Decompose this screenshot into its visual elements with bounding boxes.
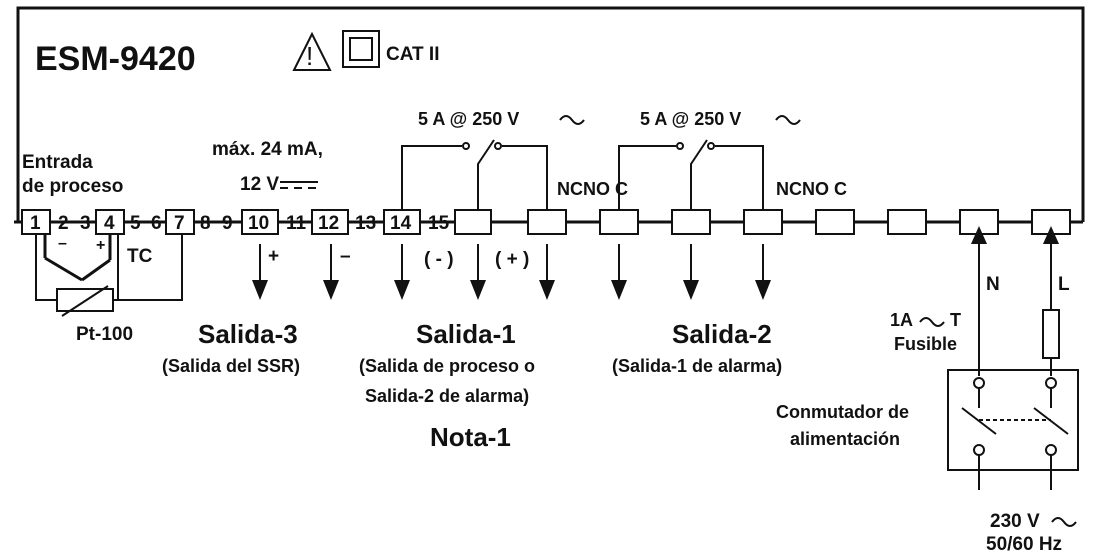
model-title: ESM-9420 (35, 40, 196, 78)
nota-label: Nota-1 (430, 422, 511, 452)
terminal-box (1031, 209, 1071, 235)
relay1-contacts (401, 139, 548, 210)
terminal-box (311, 209, 349, 235)
fuse-type: T (950, 310, 961, 330)
terminal-box (241, 209, 279, 235)
terminal-number: 3 (80, 213, 91, 234)
double-insulation-icon (342, 30, 380, 68)
terminal-number: 10 (248, 213, 269, 234)
terminal-box (743, 209, 783, 235)
input-label-line2: de proceso (22, 176, 123, 197)
tc-plus: + (96, 237, 105, 254)
terminal-number: 13 (355, 213, 376, 234)
out1-plus: ( + ) (495, 249, 529, 270)
salida1-subtitle-line2: Salida-2 de alarma) (365, 386, 529, 406)
switch-label-line1: Conmutador de (776, 402, 909, 422)
device-outline (16, 6, 1085, 222)
ac-symbol (919, 317, 945, 327)
terminal-box (383, 209, 421, 235)
terminal-box (95, 209, 125, 235)
n-label: N (986, 274, 1000, 295)
terminal-number: 7 (174, 213, 185, 234)
cat-label: CAT II (386, 44, 439, 65)
terminal-number: 1 (30, 213, 41, 234)
input-label-line1: Entrada (22, 152, 93, 173)
ac-symbol (559, 115, 585, 125)
power-switch-box (947, 369, 1079, 471)
l-label: L (1058, 274, 1070, 295)
relay2-rating: 5 A @ 250 V (640, 109, 741, 129)
svg-text:!: ! (306, 41, 313, 71)
ac-symbol (1051, 517, 1077, 527)
terminal-number: 8 (200, 213, 211, 234)
ssr-spec-line2: 12 V (240, 174, 279, 195)
salida2-title: Salida-2 (672, 319, 772, 349)
supply-voltage: 230 V (990, 511, 1040, 532)
terminal-box (815, 209, 855, 235)
terminal-number: 2 (58, 213, 69, 234)
terminal-number: 11 (286, 213, 307, 234)
tc-minus: – (58, 235, 67, 252)
supply-frequency: 50/60 Hz (986, 534, 1062, 555)
terminal-box (887, 209, 927, 235)
out1-minus: ( - ) (424, 249, 454, 270)
dc-symbol (280, 181, 318, 189)
salida2-subtitle: (Salida-1 de alarma) (612, 356, 782, 376)
salida1-subtitle-line1: (Salida de proceso o (359, 356, 535, 376)
relay2-ncnoc: NCNO C (776, 179, 847, 199)
ssr-spec-line1: máx. 24 mA, (212, 139, 323, 160)
terminal-number: 5 (130, 213, 141, 234)
pt100-symbol (35, 234, 183, 317)
rtd-label: Pt-100 (76, 324, 133, 345)
terminal-box (21, 209, 51, 235)
terminal-number: 15 (428, 213, 450, 234)
fuse-symbol (1042, 309, 1060, 359)
terminal-number: 14 (390, 213, 412, 234)
warning-icon: ! (292, 31, 332, 71)
power-supply-wiring (947, 226, 1079, 490)
terminal-number: 4 (104, 213, 115, 234)
relay1-rating: 5 A @ 250 V (418, 109, 519, 129)
terminal-box (165, 209, 195, 235)
terminal-box (671, 209, 711, 235)
terminal-box (599, 209, 639, 235)
tc-label: TC (127, 246, 153, 267)
thermocouple-symbol (43, 234, 112, 282)
ssr-minus: – (340, 246, 351, 267)
fuse-rating: 1A (890, 310, 913, 330)
salida3-title: Salida-3 (198, 319, 298, 349)
ssr-plus: + (268, 246, 279, 267)
output-arrows (252, 244, 771, 300)
salida3-subtitle: (Salida del SSR) (162, 356, 300, 376)
terminal-number: 9 (222, 213, 233, 234)
ac-symbol (775, 115, 801, 125)
terminal-number: 12 (318, 213, 339, 234)
fuse-label: Fusible (894, 334, 957, 354)
relay2-contacts (618, 139, 764, 210)
switch-label-line2: alimentación (790, 429, 900, 449)
terminal-box (527, 209, 567, 235)
terminal-box (454, 209, 492, 235)
terminal-number: 6 (151, 213, 162, 234)
salida1-title: Salida-1 (416, 319, 516, 349)
relay1-ncnoc: NCNO C (557, 179, 628, 199)
